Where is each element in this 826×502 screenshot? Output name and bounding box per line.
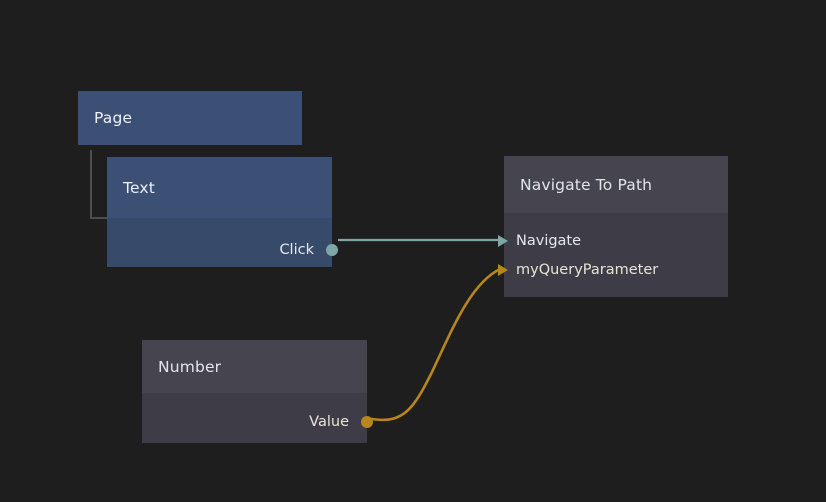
node-page[interactable]: Page	[78, 91, 302, 145]
port-navigate-label: Navigate	[516, 233, 582, 249]
port-navigate[interactable]: Navigate	[498, 233, 582, 249]
node-text-title: Text	[123, 178, 155, 197]
node-page-header[interactable]: Page	[78, 91, 302, 145]
node-navigate-to-path[interactable]: Navigate To Path Navigate myQueryParamet…	[498, 156, 728, 297]
port-text-click-dot[interactable]	[326, 244, 338, 256]
port-text-click[interactable]: Click	[279, 242, 338, 258]
node-number-body: Value	[142, 393, 373, 443]
port-myqueryparameter[interactable]: myQueryParameter	[498, 262, 659, 278]
node-navigate-to-path-body: Navigate myQueryParameter	[498, 213, 728, 297]
port-number-value[interactable]: Value	[309, 414, 373, 430]
port-text-click-label: Click	[279, 242, 314, 258]
node-number[interactable]: Number Value	[142, 340, 373, 443]
port-number-value-label: Value	[309, 414, 349, 430]
node-navigate-to-path-title: Navigate To Path	[520, 175, 653, 194]
port-myqueryparameter-label: myQueryParameter	[516, 262, 659, 278]
port-myqueryparameter-arrow[interactable]	[498, 264, 508, 276]
node-text[interactable]: Text Click	[107, 157, 338, 267]
node-navigate-to-path-header[interactable]: Navigate To Path	[504, 156, 728, 213]
port-number-value-dot[interactable]	[361, 416, 373, 428]
edge-value-to-myqueryparameter	[370, 267, 502, 422]
node-number-title: Number	[158, 357, 222, 376]
node-text-header[interactable]: Text	[107, 157, 332, 218]
port-navigate-arrow[interactable]	[498, 235, 508, 247]
node-page-title: Page	[94, 109, 133, 127]
hierarchy-connector	[90, 150, 108, 219]
node-text-body: Click	[107, 218, 338, 267]
node-number-header[interactable]: Number	[142, 340, 367, 393]
